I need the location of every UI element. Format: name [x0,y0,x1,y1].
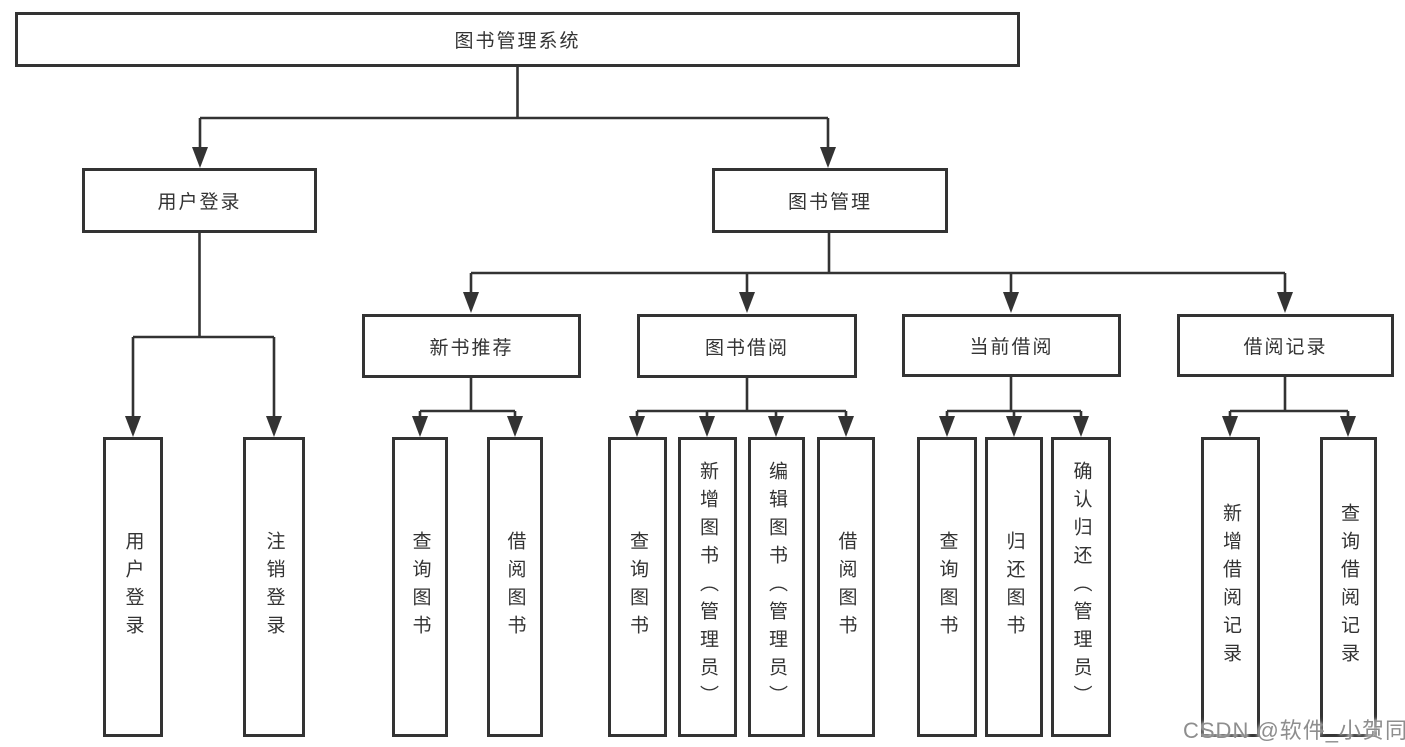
node-root-system: 图书管理系统 [15,12,1020,67]
leaf-logout-login: 注销登录 [243,437,305,737]
leaf-add-book-admin-label: 新增图书（管理员） [697,461,718,713]
node-book-borrow: 图书借阅 [637,314,857,378]
node-new-book-recommend: 新书推荐 [362,314,581,378]
node-book-management-label: 图书管理 [787,192,872,213]
leaf-query-books-current-label: 查询图书 [936,531,958,643]
leaf-add-borrow-record: 新增借阅记录 [1201,437,1260,737]
leaf-user-login: 用户登录 [103,437,163,737]
leaf-edit-book-admin-label: 编辑图书（管理员） [766,461,787,713]
leaf-return-book: 归还图书 [985,437,1043,737]
node-book-borrow-label: 图书借阅 [704,337,789,359]
leaf-return-book-label: 归还图书 [1003,531,1025,643]
node-root-label: 图书管理系统 [454,31,581,52]
leaf-query-books-borrow: 查询图书 [608,437,667,737]
watermark-text: CSDN @软件_小贺同学 [1183,718,1405,743]
node-user-login: 用户登录 [82,168,317,233]
leaf-borrow-books-recommend: 借阅图书 [487,437,543,737]
leaf-borrow-books-borrow-label: 借阅图书 [835,531,857,643]
leaf-query-books-recommend: 查询图书 [392,437,448,737]
leaf-borrow-books-borrow: 借阅图书 [817,437,875,737]
node-book-management: 图书管理 [712,168,948,233]
watermark: CSDN @软件_小贺同学 [1183,713,1405,745]
node-current-borrow: 当前借阅 [902,314,1121,377]
leaf-query-books-current: 查询图书 [917,437,977,737]
node-borrow-record: 借阅记录 [1177,314,1394,377]
node-user-login-label: 用户登录 [157,192,242,213]
arrowheads [125,147,1356,437]
leaf-query-books-recommend-label: 查询图书 [409,531,431,643]
leaf-query-borrow-record-label: 查询借阅记录 [1338,503,1359,671]
connector-lines [131,67,1350,419]
node-new-book-recommend-label: 新书推荐 [429,337,514,359]
leaf-confirm-return-admin: 确认归还（管理员） [1051,437,1111,737]
leaf-query-books-borrow-label: 查询图书 [627,531,648,643]
leaf-confirm-return-admin-label: 确认归还（管理员） [1070,461,1092,713]
node-borrow-record-label: 借阅记录 [1243,337,1328,358]
leaf-query-borrow-record: 查询借阅记录 [1320,437,1377,737]
leaf-edit-book-admin: 编辑图书（管理员） [748,437,805,737]
leaf-add-book-admin: 新增图书（管理员） [678,437,737,737]
leaf-add-borrow-record-label: 新增借阅记录 [1220,503,1241,671]
leaf-logout-login-label: 注销登录 [263,531,285,643]
leaf-user-login-label: 用户登录 [122,531,144,643]
leaf-borrow-books-recommend-label: 借阅图书 [504,531,526,643]
node-current-borrow-label: 当前借阅 [969,337,1054,358]
